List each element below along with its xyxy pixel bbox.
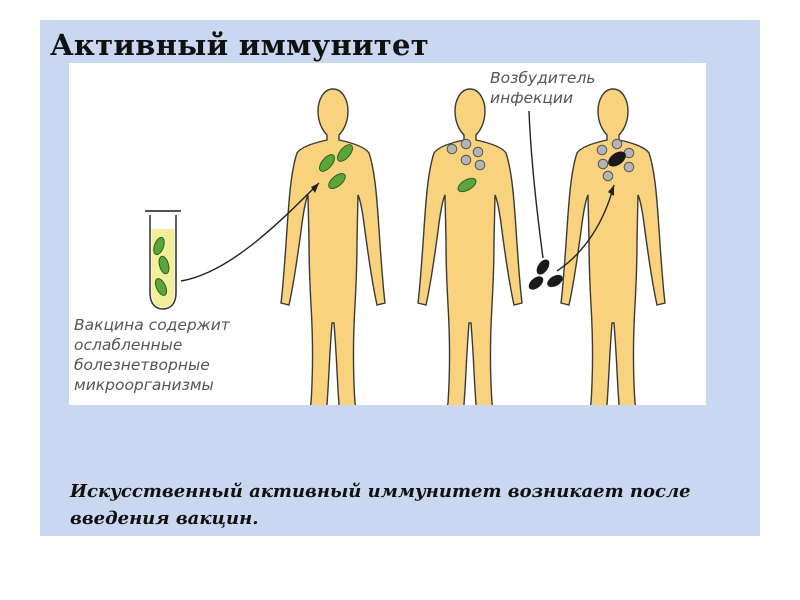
immunity-diagram: Вакцина содержит ослабленные болезнетвор…	[74, 69, 666, 405]
human-figure-1	[280, 88, 386, 405]
pathogen-label: Возбудитель инфекции	[490, 69, 600, 107]
antibodies-body-2	[446, 138, 486, 171]
pathogen-body-3	[608, 151, 626, 167]
vaccine-microbe-body-2	[457, 177, 477, 193]
arrowheads	[311, 183, 614, 196]
slide-title: Активный иммунитет	[50, 28, 430, 62]
vaccine-microbes-body-1	[319, 144, 353, 189]
slide-caption: Искусственный активный иммунитет возника…	[70, 481, 691, 529]
vaccine-label: Вакцина содержит ослабленные болезнетвор…	[74, 316, 235, 394]
human-figure-3	[560, 88, 666, 405]
immunity-figure: Вакцина содержит ослабленные болезнетвор…	[69, 63, 706, 405]
vaccine-microbes-tube	[153, 236, 170, 296]
arrows	[180, 110, 615, 282]
antibodies-body-3	[596, 138, 635, 182]
pathogens-outside	[528, 259, 563, 290]
human-figure-2	[417, 88, 523, 405]
